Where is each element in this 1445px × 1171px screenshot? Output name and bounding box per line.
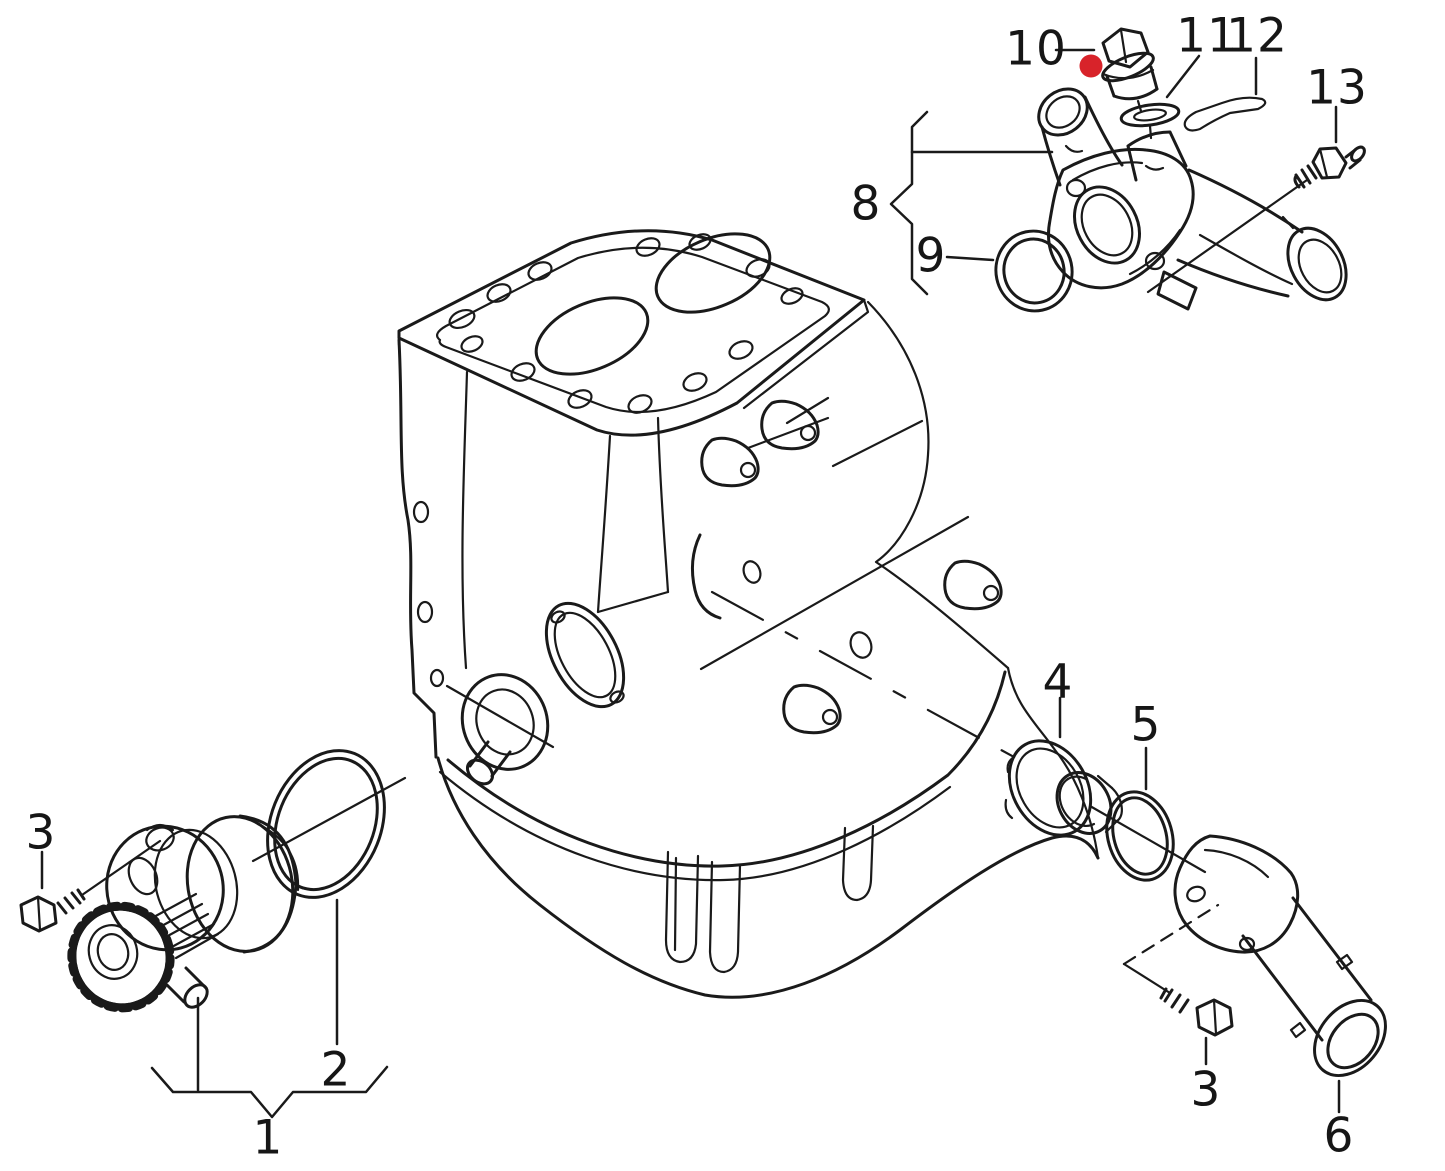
callout-4[interactable]: 4 <box>1042 654 1074 710</box>
callout-10[interactable]: 10 <box>1005 21 1067 77</box>
callout-13[interactable]: 13 <box>1306 60 1368 116</box>
callout-8[interactable]: 8 <box>850 176 882 232</box>
bracket-1 <box>150 1065 389 1119</box>
axis-line-thermostat <box>710 590 1016 759</box>
callout-11[interactable]: 11 <box>1176 8 1238 64</box>
oil-pan <box>436 666 1100 999</box>
bolt-3-left <box>19 839 162 933</box>
leader-bolt13 <box>1146 178 1309 294</box>
bolt-13 <box>1146 145 1366 294</box>
leader-bolt3-left <box>80 839 162 897</box>
leader-11 <box>1165 54 1201 99</box>
pump-sprocket <box>67 892 220 1013</box>
callout-1[interactable]: 1 <box>252 1110 284 1166</box>
callout-9[interactable]: 9 <box>915 228 947 284</box>
axis-line-seal <box>1088 804 1207 874</box>
axis-line-pump <box>251 776 407 863</box>
engine-block <box>397 229 1100 999</box>
thermostat-housing-8 <box>1037 87 1348 311</box>
thermostat-4 <box>1004 739 1123 837</box>
coolant-flange-6 <box>1173 834 1387 1078</box>
callout-5[interactable]: 5 <box>1130 697 1162 753</box>
leader-9 <box>945 255 995 262</box>
bracket-8 <box>889 110 929 296</box>
selected-part-marker[interactable] <box>1079 54 1103 78</box>
callout-6[interactable]: 6 <box>1323 1108 1355 1164</box>
callout-leaders <box>40 48 1341 1119</box>
callout-12[interactable]: 12 <box>1226 8 1288 64</box>
retainer-clip-12 <box>1183 96 1267 132</box>
washer-11 <box>1119 102 1181 140</box>
water-pump <box>67 814 300 1013</box>
gasket-9 <box>994 229 1074 313</box>
seal-ring-5 <box>1088 790 1207 882</box>
bolt-3-bottom <box>1122 903 1234 1037</box>
callout-3-bottom[interactable]: 3 <box>1190 1062 1222 1118</box>
leader-bolt3-bottom <box>1122 962 1172 995</box>
callout-2[interactable]: 2 <box>320 1042 352 1098</box>
callout-3-left[interactable]: 3 <box>25 805 57 861</box>
o-ring-2 <box>251 749 407 899</box>
temperature-sensor-10 <box>1101 27 1159 113</box>
axis-line-housing <box>699 515 970 671</box>
